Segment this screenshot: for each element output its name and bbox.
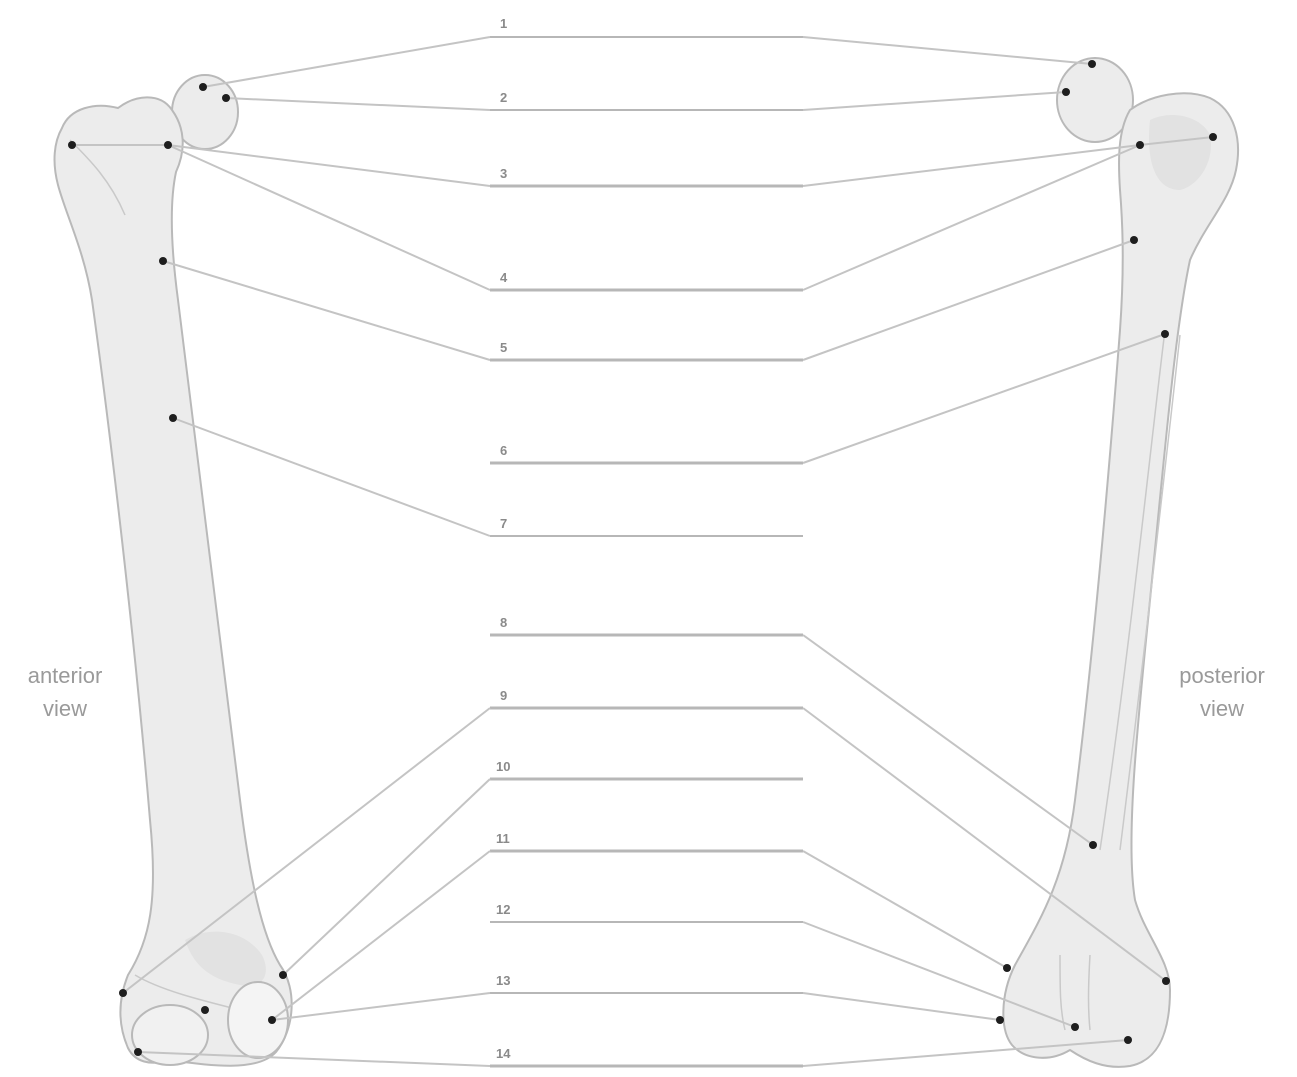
anchor-dot bbox=[1136, 141, 1144, 149]
label-number-2: 2 bbox=[500, 90, 507, 105]
anterior-view-label-line1: anterior bbox=[28, 663, 103, 688]
anchor-dot bbox=[164, 141, 172, 149]
anchor-dot bbox=[1162, 977, 1170, 985]
leader-11-left bbox=[272, 851, 490, 1020]
leader-4-right bbox=[803, 145, 1140, 290]
anterior-view-label-line2: view bbox=[43, 696, 87, 721]
anchor-dot bbox=[199, 83, 207, 91]
label-number-4: 4 bbox=[500, 270, 508, 285]
leader-2-left bbox=[226, 98, 490, 110]
label-number-10: 10 bbox=[496, 759, 510, 774]
anchor-dot bbox=[1161, 330, 1169, 338]
leader-5-right bbox=[803, 240, 1134, 360]
label-number-7: 7 bbox=[500, 516, 507, 531]
anchor-dot bbox=[201, 1006, 209, 1014]
anchor-dot bbox=[169, 414, 177, 422]
anchor-dot bbox=[159, 257, 167, 265]
label-number-6: 6 bbox=[500, 443, 507, 458]
label-number-8: 8 bbox=[500, 615, 507, 630]
anchor-dot bbox=[279, 971, 287, 979]
anchor-dot bbox=[268, 1016, 276, 1024]
anchor-dot bbox=[996, 1016, 1004, 1024]
label-number-11: 11 bbox=[496, 831, 510, 846]
anchor-dot bbox=[1062, 88, 1070, 96]
label-numbers: 1 2 3 4 5 6 7 8 9 10 11 12 13 14 bbox=[496, 16, 511, 1061]
leader-1-right bbox=[803, 37, 1092, 64]
anchor-dot bbox=[1124, 1036, 1132, 1044]
label-number-14: 14 bbox=[496, 1046, 511, 1061]
label-number-12: 12 bbox=[496, 902, 510, 917]
anterior-femur bbox=[55, 75, 292, 1066]
anchor-dot bbox=[134, 1048, 142, 1056]
leader-10-left bbox=[283, 779, 490, 975]
leader-11-right bbox=[803, 851, 1007, 968]
anchor-dot bbox=[1071, 1023, 1079, 1031]
anchor-dot bbox=[68, 141, 76, 149]
label-number-5: 5 bbox=[500, 340, 507, 355]
label-number-9: 9 bbox=[500, 688, 507, 703]
leader-4-left bbox=[168, 145, 490, 290]
anchor-dot bbox=[1209, 133, 1217, 141]
leader-13-right bbox=[803, 993, 1000, 1020]
posterior-view-label-line1: posterior bbox=[1179, 663, 1265, 688]
anterior-femur-outline bbox=[55, 97, 292, 1065]
anterior-medial-condyle bbox=[132, 1005, 208, 1065]
posterior-femur bbox=[1003, 58, 1238, 1067]
leader-5-left bbox=[163, 261, 490, 360]
anchor-dot bbox=[1130, 236, 1138, 244]
anchor-dot bbox=[1089, 841, 1097, 849]
leader-2-right bbox=[803, 92, 1066, 110]
leader-1-left bbox=[203, 37, 490, 87]
anchor-dot bbox=[1003, 964, 1011, 972]
anchor-dot bbox=[222, 94, 230, 102]
leader-7-left bbox=[173, 418, 490, 536]
label-lines bbox=[490, 37, 803, 1066]
posterior-femur-outline bbox=[1003, 93, 1238, 1067]
anchor-dot bbox=[119, 989, 127, 997]
posterior-view-label-line2: view bbox=[1200, 696, 1244, 721]
label-number-13: 13 bbox=[496, 973, 510, 988]
anchor-dot bbox=[1088, 60, 1096, 68]
label-number-1: 1 bbox=[500, 16, 507, 31]
label-number-3: 3 bbox=[500, 166, 507, 181]
leader-13-left bbox=[272, 993, 490, 1020]
